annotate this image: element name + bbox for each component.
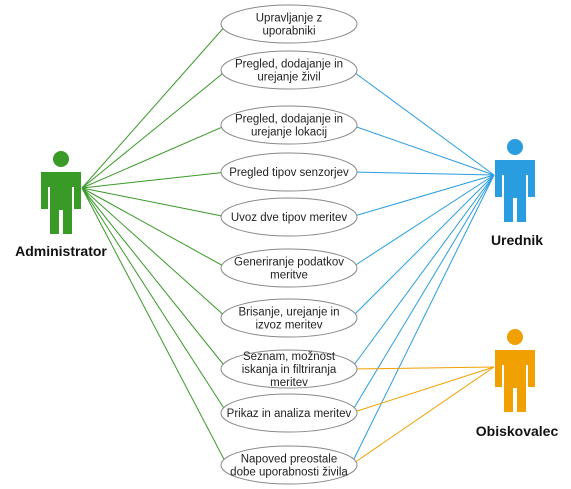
use-case-label: izvoz meritev — [255, 320, 322, 332]
actor-label-administrator: Administrator — [15, 243, 107, 259]
use-case-label: Pregled, dodajanje in — [235, 114, 343, 126]
use-case-ellipse — [220, 349, 358, 389]
association-line-administrator-uc10 — [81, 187, 228, 466]
association-line-obiskovalec-uc8 — [350, 366, 495, 370]
actor-label-urednik: Urednik — [491, 232, 543, 248]
actor-head-icon — [507, 329, 523, 345]
use-case-ellipse — [220, 152, 358, 192]
association-line-urednik-uc4 — [350, 171, 495, 176]
association-line-administrator-uc7 — [81, 187, 228, 319]
use-case-label: meritev — [270, 377, 308, 389]
use-case-ellipse — [220, 50, 358, 90]
use-case-label: Pregled tipov senzorjev — [229, 167, 349, 179]
use-case-label: uporabniki — [262, 26, 315, 38]
actor-head-icon — [53, 151, 69, 167]
actor-body-icon — [495, 160, 535, 222]
use-case-uc4: Pregled tipov senzorjev — [220, 152, 358, 192]
use-case-label: iskanja in filtriranja — [242, 364, 337, 376]
actor-body-icon — [41, 172, 81, 234]
actor-obiskovalec: Obiskovalec — [476, 329, 559, 439]
association-line-administrator-uc3 — [81, 124, 228, 189]
actor-label-obiskovalec: Obiskovalec — [476, 423, 559, 439]
association-line-administrator-uc6 — [81, 187, 228, 269]
association-line-urednik-uc7 — [350, 174, 495, 319]
use-case-ellipse — [220, 105, 358, 145]
actor-administrator: Administrator — [15, 151, 107, 259]
use-case-ellipse — [220, 4, 358, 44]
use-case-label: Napoved preostale — [241, 454, 338, 466]
actor-body-icon — [495, 350, 535, 412]
actor-head-icon — [507, 139, 523, 155]
use-case-label: Pregled, dodajanje in — [235, 59, 343, 71]
use-case-ellipse — [220, 445, 358, 485]
association-line-urednik-uc8 — [350, 174, 495, 370]
use-case-ellipse — [220, 298, 358, 338]
association-lines — [81, 23, 495, 466]
use-case-label: Upravljanje z — [256, 13, 323, 25]
use-case-label: Seznam, možnost — [243, 351, 336, 363]
association-line-urednik-uc10 — [350, 174, 495, 466]
use-case-label: Uvoz dve tipov meritev — [231, 212, 348, 224]
use-case-label: Generiranje podatkov — [234, 257, 344, 269]
association-line-administrator-uc9 — [81, 187, 228, 414]
use-case-label: meritve — [270, 270, 308, 282]
association-line-urednik-uc9 — [350, 174, 495, 414]
use-case-label: Prikaz in analiza meritev — [227, 408, 352, 420]
use-case-ellipse — [220, 248, 358, 288]
use-case-label: urejanje lokacij — [251, 127, 327, 139]
association-line-urednik-uc6 — [350, 174, 495, 269]
use-case-ellipse — [220, 197, 358, 237]
association-line-urednik-uc3 — [350, 124, 495, 176]
association-line-urednik-uc5 — [350, 174, 495, 218]
use-case-ellipse — [220, 393, 358, 433]
association-line-administrator-uc8 — [81, 187, 228, 370]
use-case-uc9: Prikaz in analiza meritev — [220, 393, 358, 433]
association-line-administrator-uc4 — [81, 171, 228, 189]
association-line-administrator-uc1 — [81, 23, 228, 189]
actor-urednik: Urednik — [491, 139, 543, 248]
use-case-label: urejanje živil — [257, 72, 320, 84]
use-case-label: Brisanje, urejanje in — [238, 307, 339, 319]
use-case-uc5: Uvoz dve tipov meritev — [220, 197, 358, 237]
association-line-urednik-uc2 — [350, 69, 495, 176]
association-line-administrator-uc2 — [81, 69, 228, 189]
association-line-administrator-uc5 — [81, 187, 228, 218]
use-case-label: dobe uporabnosti živila — [230, 467, 348, 479]
association-line-obiskovalec-uc9 — [350, 366, 495, 414]
association-line-obiskovalec-uc10 — [350, 366, 495, 466]
